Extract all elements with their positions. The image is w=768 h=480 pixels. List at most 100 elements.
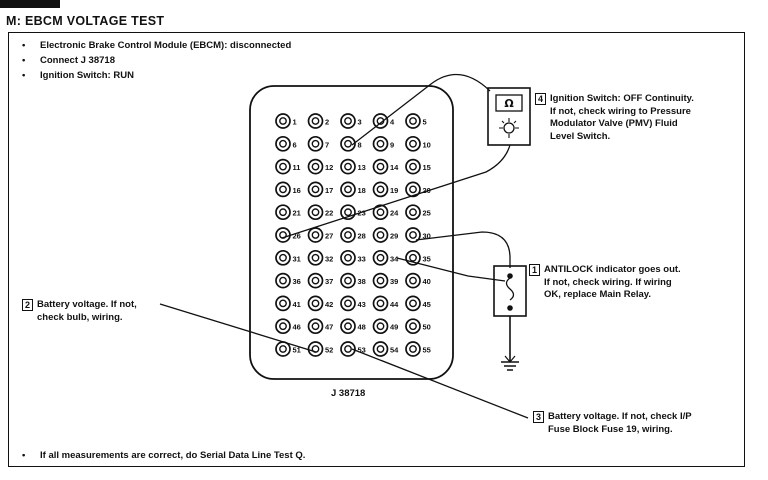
pin-33-contact [344, 253, 352, 262]
pin-51-number: 51 [293, 346, 301, 355]
pin-24-socket [372, 204, 389, 221]
pin-33-number: 33 [358, 254, 366, 263]
pin-5-socket [405, 113, 421, 129]
pin-46-contact [279, 322, 287, 331]
pin-8-socket [340, 135, 356, 152]
pin-28-number: 28 [358, 232, 366, 241]
pin-31-contact [279, 253, 287, 262]
pin-29-number: 29 [390, 232, 398, 241]
pin-14-socket [372, 158, 389, 175]
pin-39-socket [372, 272, 389, 289]
pin-46-socket [275, 318, 291, 335]
pin-32-contact [311, 253, 320, 262]
step-number-1: 1 [529, 264, 540, 276]
pin-16-socket [275, 181, 291, 198]
pin-24-contact [376, 208, 385, 217]
pin-16-number: 16 [293, 186, 301, 195]
pin-1-socket [275, 113, 291, 129]
pin-27-number: 27 [325, 232, 333, 241]
pin-2-socket [307, 113, 324, 129]
pin-21-socket [275, 204, 291, 221]
pin-15-socket [405, 158, 421, 175]
condition-item-ignition: Ignition Switch: RUN [22, 68, 291, 83]
pin-37-contact [311, 276, 320, 285]
pin-7-contact [311, 139, 320, 148]
step-number-3: 3 [533, 411, 544, 423]
pin-54-socket [372, 341, 389, 357]
pin-30-contact [409, 231, 417, 239]
pin-47-number: 47 [325, 323, 333, 332]
pin-19-socket [372, 181, 389, 198]
pin-12-socket [307, 158, 324, 175]
multimeter [487, 87, 531, 146]
footer-note: If all measurements are correct, do Seri… [22, 450, 305, 461]
pin-3-number: 3 [358, 118, 362, 127]
pin-35-socket [405, 249, 421, 266]
pin-33-socket [340, 249, 356, 266]
pin-6-socket [275, 135, 291, 152]
pin-18-number: 18 [358, 186, 366, 195]
pin-34-number: 34 [390, 254, 399, 263]
pin-6-contact [279, 139, 287, 148]
pin-36-number: 36 [293, 277, 301, 286]
callout-step-2: 2 Battery voltage. If not, check bulb, w… [22, 299, 192, 324]
pin-34-socket [372, 249, 389, 266]
pin-39-number: 39 [390, 277, 398, 286]
pin-19-number: 19 [390, 186, 398, 195]
lead-meter-to-pin-26 [281, 144, 511, 239]
callout-4-line: Modulator Valve (PMV) Fluid [550, 118, 678, 129]
pin-18-socket [340, 181, 356, 198]
pin-43-number: 43 [358, 300, 366, 309]
pin-10-number: 10 [423, 140, 431, 149]
pin-19-contact [376, 185, 385, 194]
pin-21-number: 21 [293, 209, 301, 218]
pin-38-contact [344, 276, 352, 285]
pin-38-socket [340, 272, 356, 289]
ground-arrow [504, 355, 516, 363]
pin-44-number: 44 [390, 300, 399, 309]
callout-1-line: If not, check wiring. If wiring [544, 276, 672, 288]
pin-40-number: 40 [423, 277, 431, 286]
pin-20-number: 20 [423, 186, 431, 195]
pin-49-contact [376, 322, 385, 331]
pin-10-socket [405, 135, 421, 152]
indicator-circuit [493, 265, 527, 371]
callout-2-line: Battery voltage. If not, [37, 299, 137, 310]
pin-53-contact [344, 345, 352, 353]
pin-11-number: 11 [293, 163, 301, 172]
pin-22-number: 22 [325, 209, 333, 218]
pin-38-number: 38 [358, 277, 366, 286]
meter-display [495, 94, 523, 112]
pin-28-contact [344, 231, 352, 239]
pin-42-socket [307, 295, 324, 312]
pin-54-contact [376, 345, 385, 353]
fuse-element [505, 277, 515, 301]
pin-45-number: 45 [423, 300, 431, 309]
pin-37-number: 37 [325, 277, 333, 286]
pin-41-contact [279, 299, 287, 308]
pin-41-socket [275, 295, 291, 312]
callout-3-line: Fuse Block Fuse 19, wiring. [548, 423, 673, 435]
pin-6-number: 6 [293, 140, 297, 149]
pin-44-contact [376, 299, 385, 308]
pin-50-socket [405, 318, 421, 335]
pin-27-socket [307, 227, 324, 243]
pin-22-socket [307, 204, 324, 221]
page-title: M: EBCM VOLTAGE TEST [6, 14, 165, 28]
pin-12-number: 12 [325, 163, 333, 172]
pin-50-number: 50 [423, 323, 431, 332]
pin-48-contact [344, 322, 352, 331]
pin-55-contact [409, 345, 417, 353]
meter-dial [503, 122, 515, 134]
callout-1-line: OK, replace Main Relay. [544, 289, 652, 300]
pin-48-socket [340, 318, 356, 335]
pin-48-number: 48 [358, 323, 366, 332]
pin-45-contact [409, 299, 417, 308]
meter-body [487, 87, 531, 146]
pin-51-contact [279, 345, 287, 353]
pin-43-contact [344, 299, 352, 308]
pin-7-socket [307, 135, 324, 152]
pin-46-number: 46 [293, 323, 301, 332]
pin-11-contact [279, 162, 287, 171]
pin-17-number: 17 [325, 186, 333, 195]
